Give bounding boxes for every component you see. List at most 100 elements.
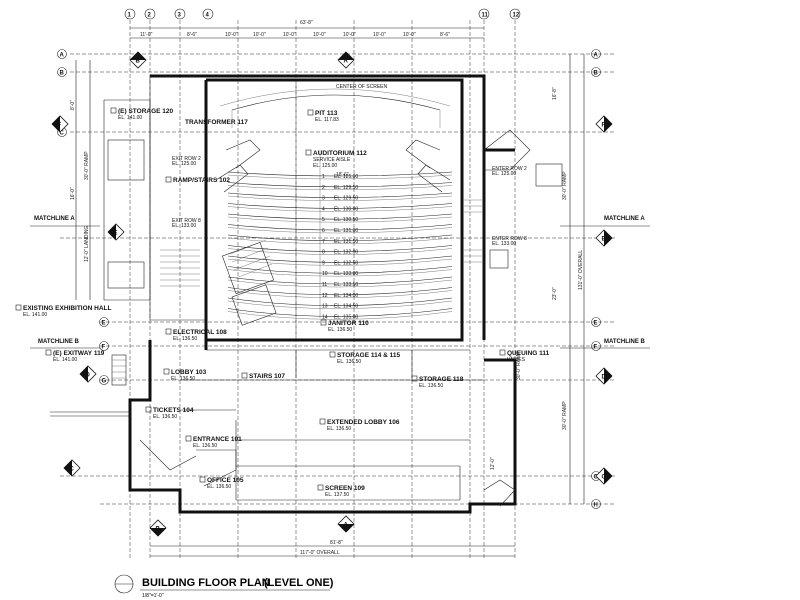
seat-row-line [227,192,453,198]
matchline-a-left: MATCHLINE A [34,216,75,222]
seat-row-line [227,245,453,252]
dim-left-1: 12'-0" LANDING [84,226,90,262]
dim-top-2: 10'-0" [225,32,238,38]
room-pit: PIT 113 [315,110,338,117]
drawing-title: BUILDING FLOOR PLAN [142,577,270,589]
dim-overall-depth: 131'-0" OVERALL [578,250,584,290]
seat-row-number: 12 [322,293,328,299]
center-of-screen-label: CENTER OF SCREEN [336,84,388,90]
seat-row-riser [227,300,453,309]
room-queuing: QUEUING 111 [507,350,550,357]
seat-row-number: 9 [322,260,325,266]
dim-right-2: 30'-0" RAMP [516,351,522,380]
room-exit-row2-el: EL. 125.00 [172,161,196,167]
seat-row-line [227,234,453,242]
seat-row-elevation: EL. 135.00 [334,314,358,320]
matchline-a-right: MATCHLINE A [604,216,645,222]
seat-row-elevation: EL. 131.00 [334,228,358,234]
section-marker-b-top: B [136,59,141,65]
seat-row-line [227,266,453,274]
grid-bubble-top-12: 12 [513,13,520,19]
grid-bubble-row-f-left: F [102,345,106,351]
room-storage-118-el: EL. 136.50 [419,383,443,389]
dim-top-9: 8'-6" [440,32,450,38]
room-janitor-el: EL. 136.50 [328,327,352,333]
room-janitor: JANITOR 110 [328,320,369,327]
room-tickets: TICKETS 104 [153,407,194,414]
section-marker-e-left: E [114,231,118,237]
room-auditorium-sub: SERVICE AISLE [313,157,351,163]
seat-row-elevation: EL. 132.00 [334,250,358,256]
title-block: BUILDING FLOOR PLAN (LEVEL ONE) 1/8"=1'-… [114,574,334,599]
seat-row-riser [227,311,453,320]
grid-bubble-row-g-right: G [594,475,599,481]
room-storage-118: STORAGE 118 [419,376,464,383]
grid-bubble-row-e-left: E [102,321,106,327]
room-labels: (E) STORAGE 120 EL. 141.00 TRANSFORMER 1… [15,84,550,498]
dim-left-3: 16'-0" [70,187,76,200]
room-existing-hall-el: EL. 141.00 [23,312,47,318]
section-marker-f-right: F [602,123,606,129]
seat-row-elevation: EL. 125.00 [334,174,358,180]
room-enter-row2: ENTER ROW 2 [492,166,527,172]
room-tickets-el: EL. 136.50 [153,414,177,420]
dim-bottom-sub: 81'-8" [330,540,343,546]
grid-bubble-row-a-right: A [594,53,599,59]
seat-row-elevation: EL. 134.50 [334,304,358,310]
right-dimensions: 131'-0" OVERALL 30'-0" RAMP 30'-0" RAMP … [490,54,585,504]
room-storage-120-el: EL. 141.00 [118,115,142,121]
room-storage-120: (E) STORAGE 120 [118,108,174,115]
dim-right-5: 12'-0" [490,457,496,470]
exterior-walls [103,74,531,514]
room-electrical-el: EL. 136.50 [173,336,197,342]
room-electrical: ELECTRICAL 108 [173,329,227,336]
dim-top-3: 10'-0" [253,32,266,38]
seat-row-elevation: EL. 131.50 [334,239,358,245]
room-storage-114: STORAGE 114 & 115 [337,352,400,359]
seat-row-elevation: EL. 130.00 [334,206,358,212]
grid-bubble-row-e-right: E [594,321,598,327]
seat-row-riser [227,237,453,244]
seat-row-number: 10 [322,271,328,277]
room-stairs-107: STAIRS 107 [249,373,285,380]
grid-bubble-row-a: A [60,53,65,59]
left-dimensions: 30'-0" RAMP 12'-0" LANDING 8'-0" 16'-0" [70,60,91,300]
room-storage-114-el: EL. 136.50 [337,359,361,365]
seat-row-line [227,255,453,263]
matchline-b-right: MATCHLINE B [604,339,646,345]
grid-bubble-top-3: 3 [178,13,182,19]
seat-row-elevation: EL. 132.50 [334,260,358,266]
seat-row-number: 13 [322,304,328,310]
room-exit-row2: EXIT ROW 2 [172,156,201,162]
seat-row-elevation: EL. 130.50 [334,217,358,223]
section-marker-f-left: F [58,123,62,129]
section-markers: F F E E D D C C B A A B [51,51,613,537]
drawing-scale: 1/8"=1'-0" [142,593,164,599]
seat-row-elevation: EL. 129.50 [334,185,358,191]
room-lobby-el: EL. 136.50 [171,376,195,382]
room-screen-el: EL. 137.50 [325,492,349,498]
seat-row-line [227,213,453,220]
dim-top-1: 8'-6" [187,32,197,38]
dim-top-5: 10'-0" [313,32,326,38]
seat-row-number: 1 [322,174,325,180]
section-marker-d-right: D [602,375,607,381]
seat-row-line [227,182,453,188]
room-auditorium-el: EL. 125.00 [313,163,337,169]
grid-bubble-row-b-right: B [594,71,599,77]
grid-bubble-row-c: C [60,131,65,137]
seat-row-riser [227,227,453,234]
grid-bubble-top-1: 1 [128,13,132,19]
top-grid-bubbles: 1 2 3 4 11 12 [124,8,521,20]
right-ramp [464,163,563,269]
seat-row-riser [227,279,453,288]
section-marker-e-right: E [602,237,606,243]
seat-row-line [227,224,453,231]
dim-left-0: 30'-0" RAMP [84,151,90,180]
dim-top-4: 10'-0" [283,32,296,38]
room-lobby: LOBBY 103 [171,369,207,376]
section-marker-a-bottom: A [344,523,349,529]
grid-bubble-row-g-left: G [102,379,107,385]
section-marker-a-top: A [344,59,349,65]
